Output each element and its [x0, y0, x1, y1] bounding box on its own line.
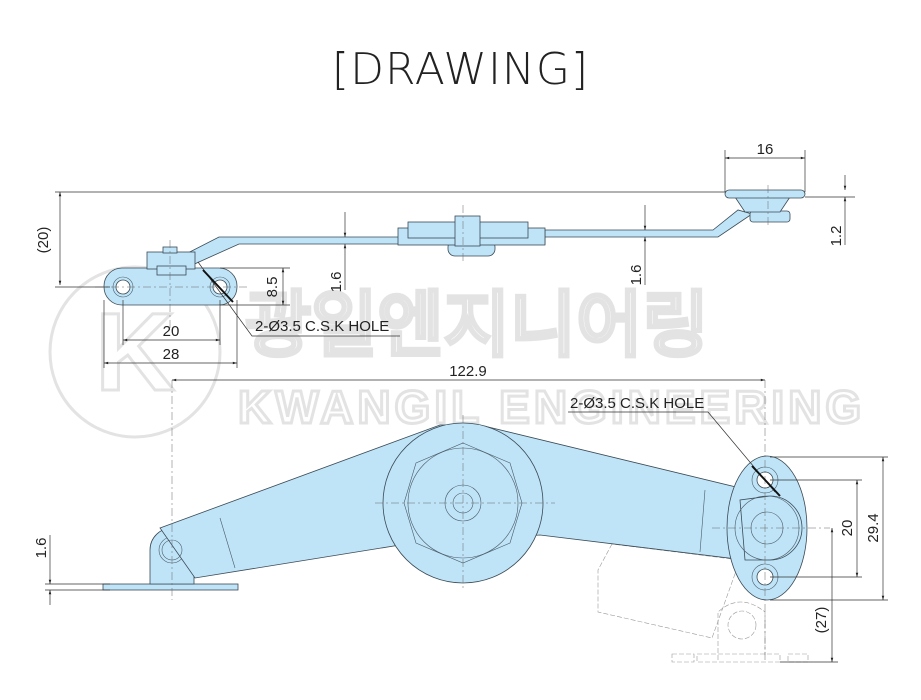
- dim-plate-length: 28: [163, 346, 180, 363]
- dim-plate-height-side: 29.4: [865, 513, 882, 542]
- watermark-english: KWANGIL ENGINEERING: [238, 381, 865, 433]
- dim-hole-pitch: 20: [163, 323, 180, 340]
- watermark: K 광일엔지니어링 KWANGIL ENGINEERING: [48, 265, 865, 439]
- watermark-logo-circle: [48, 265, 222, 439]
- dim-flange-width: 16: [757, 141, 774, 158]
- top-flange-cup: [734, 196, 791, 213]
- watermark-korean: 광일엔지니어링: [245, 286, 709, 366]
- dim-plate-height: 8.5: [264, 277, 281, 298]
- dim-flange-thickness: 1.2: [828, 226, 845, 247]
- watermark-logo-letter: K: [95, 291, 174, 414]
- dim-thickness-right: 1.6: [628, 265, 645, 286]
- dim-overall-length: 122.9: [449, 363, 487, 380]
- dim-base-thickness: 1.6: [33, 538, 50, 559]
- dim-thickness-left: 1.6: [328, 272, 345, 293]
- top-flange-base: [749, 210, 791, 223]
- top-flange: [724, 189, 806, 199]
- ghost-position: [597, 543, 809, 663]
- side-hole-note: 2-Ø3.5 C.S.K HOLE: [570, 395, 704, 412]
- dim-offset-ref: (27): [813, 607, 830, 634]
- top-view: (20) 1.6 1.6 8.5 20 28 16 1.2 2-Ø3.5 C.S…: [35, 141, 855, 368]
- top-hub-pin: [454, 215, 481, 247]
- dim-hole-pitch-side: 20: [839, 520, 856, 537]
- top-base-block-lower: [156, 265, 187, 276]
- dim-height-ref: (20): [35, 227, 52, 254]
- top-arm-right: [544, 209, 753, 238]
- side-base-plate: [102, 583, 239, 591]
- side-view: 122.9 1.6 20 29.4 (27) 2-Ø3.5 C.S.K HOLE: [33, 363, 888, 663]
- drawing-title: [DRAWING]: [331, 44, 590, 95]
- top-hole-note: 2-Ø3.5 C.S.K HOLE: [255, 318, 389, 335]
